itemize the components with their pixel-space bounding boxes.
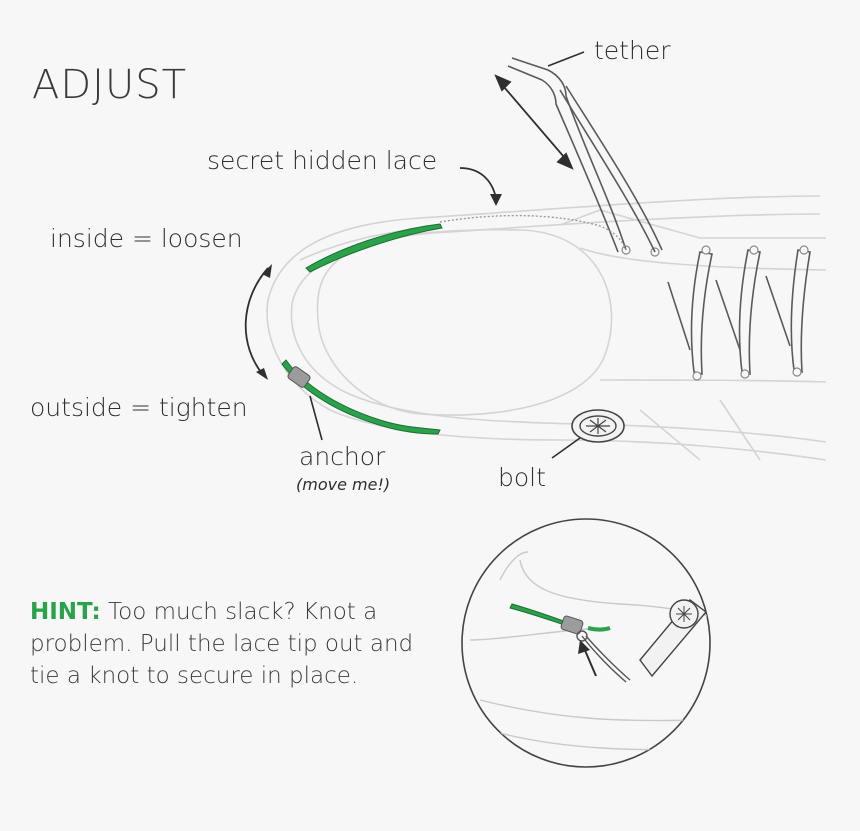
- secret-lace-path: [440, 216, 626, 250]
- bolt-icon: [572, 410, 624, 442]
- adjust-arrow: [246, 268, 268, 376]
- anchor-pointer-line: [310, 396, 322, 440]
- tether-pointer-line: [548, 52, 584, 66]
- hint-detail-view: [462, 519, 720, 767]
- secret-lace-arrow: [460, 168, 496, 198]
- bolt-pointer-line: [552, 438, 580, 458]
- shoe-outline: [267, 196, 826, 460]
- green-laces: [282, 224, 442, 434]
